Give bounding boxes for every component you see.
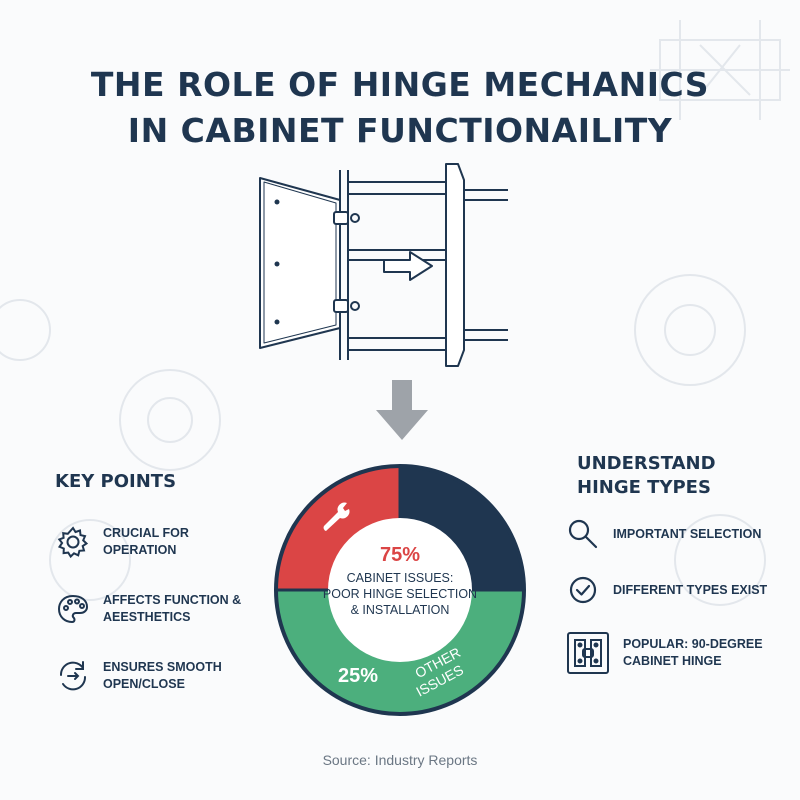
segment-other-percent: 25% — [338, 665, 378, 687]
segment-main-label-line: POOR HINGE SELECTION — [323, 587, 477, 601]
down-arrow-icon — [376, 380, 428, 440]
hinge-types-heading: UNDERSTAND HINGE TYPES — [577, 452, 716, 500]
hinge-types-heading-line-2: HINGE TYPES — [577, 477, 711, 498]
key-point-label: ENSURES SMOOTH OPEN/CLOSE — [103, 660, 222, 691]
segment-main-percent: 75% — [380, 544, 420, 566]
cabinet-hinge-illustration — [259, 163, 508, 367]
key-point-item: ENSURES SMOOTH OPEN/CLOSE — [55, 658, 253, 694]
donut-hole — [328, 518, 472, 662]
hinge-type-label: IMPORTANT SELECTION — [613, 526, 762, 541]
donut-outline — [274, 464, 526, 716]
key-point-item: CRUCIAL FOR OPERATION — [55, 524, 253, 560]
hinge-types-heading-line-1: UNDERSTAND — [577, 453, 716, 474]
segment-main-label-line: & INSTALLATION — [351, 603, 450, 617]
source-note: Source: Industry Reports — [322, 752, 478, 768]
title-line-2: IN CABINET FUNCTIONAILITY — [127, 111, 673, 150]
hinge-type-label: POPULAR: 90-DEGREE CABINET HINGE — [623, 637, 763, 668]
key-point-label: CRUCIAL FOR OPERATION — [103, 526, 189, 557]
page-title: THE ROLE OF HINGE MECHANICS IN CABINET F… — [0, 62, 800, 154]
check-circle-icon — [569, 576, 597, 604]
title-line-1: THE ROLE OF HINGE MECHANICS — [90, 65, 710, 104]
key-point-label: AFFECTS FUNCTION & AEESTHETICS — [103, 593, 242, 624]
hinge-type-label: DIFFERENT TYPES EXIST — [613, 582, 768, 597]
donut-chart: 75% CABINET ISSUES: POOR HINGE SELECTION… — [274, 464, 526, 716]
segment-main-label-line: CABINET ISSUES: — [347, 571, 454, 585]
gear-icon — [57, 526, 89, 559]
hinge-icon — [567, 632, 609, 674]
hinge-type-item: DIFFERENT TYPES EXIST — [565, 572, 783, 608]
magnifier-icon — [568, 519, 598, 549]
cycle-arrow-icon — [59, 661, 87, 691]
hinge-type-item: POPULAR: 90-DEGREE CABINET HINGE — [565, 630, 773, 676]
palette-icon — [57, 594, 89, 624]
hinge-type-item: IMPORTANT SELECTION — [565, 516, 783, 552]
key-point-item: AFFECTS FUNCTION & AEESTHETICS — [55, 591, 253, 627]
wrench-icon — [323, 502, 350, 531]
key-points-heading: KEY POINTS — [55, 471, 177, 492]
